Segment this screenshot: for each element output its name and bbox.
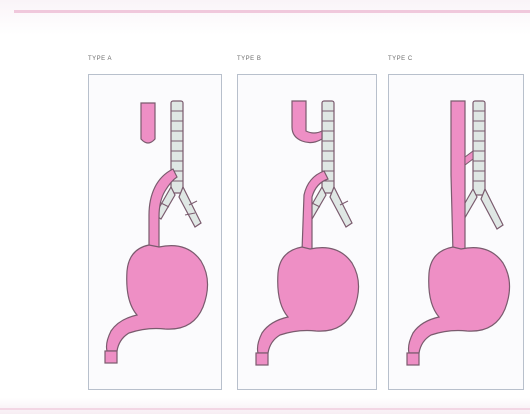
stomach: [258, 247, 359, 353]
diagram-panel-3: [388, 74, 524, 390]
trachea: [155, 101, 201, 227]
upper-esophagus: [292, 101, 322, 143]
header-rule: [14, 10, 530, 13]
duodenum: [105, 351, 117, 363]
panel-label-1: TYPE A: [88, 54, 148, 64]
fistula: [465, 151, 473, 165]
panel-label-2: TYPE B: [237, 54, 297, 64]
header-band: [0, 0, 530, 50]
esophagus-diagram-3: [389, 75, 525, 391]
esophagus: [451, 101, 465, 253]
esophagus-diagram-1: [89, 75, 223, 391]
footer-band: [0, 398, 530, 414]
stomach: [409, 247, 510, 353]
footer-rule: [0, 408, 530, 410]
trachea: [306, 101, 352, 227]
stomach: [107, 245, 208, 351]
diagram-panel-2: [237, 74, 377, 390]
esophagus-diagram-2: [238, 75, 378, 391]
diagram-panel-1: [88, 74, 222, 390]
panel-label-3: TYPE C: [388, 54, 448, 64]
upper-esophagus: [141, 103, 155, 143]
duodenum: [256, 353, 268, 365]
duodenum: [407, 353, 419, 365]
